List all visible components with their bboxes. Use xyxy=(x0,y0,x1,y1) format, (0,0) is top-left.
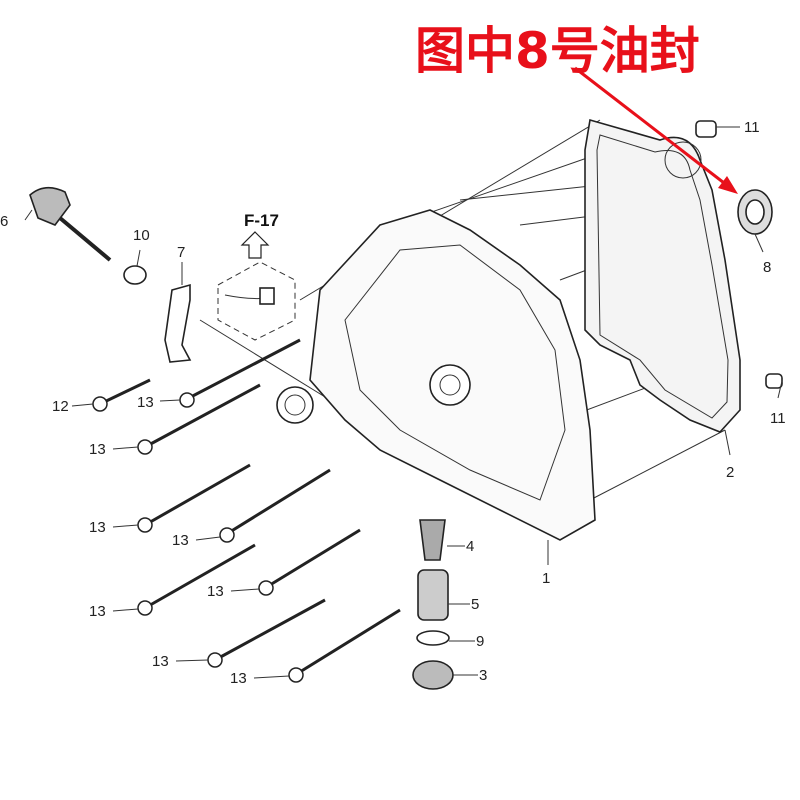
gasket-part-2 xyxy=(584,118,741,433)
label-13: 13 xyxy=(172,532,189,549)
label-6: 6 xyxy=(0,213,8,230)
annotation-title: 图中8号油封 xyxy=(415,22,700,80)
label-13: 13 xyxy=(137,394,154,411)
label-13: 13 xyxy=(89,603,106,620)
label-13: 13 xyxy=(89,519,106,536)
annotation-arrow-icon xyxy=(574,66,738,194)
bolts xyxy=(99,338,401,677)
oil-seal-bore xyxy=(429,364,471,406)
label-11-bottom: 11 xyxy=(770,410,786,427)
reference-f17-label: F-17 xyxy=(244,211,279,230)
label-5: 5 xyxy=(471,596,479,613)
oil-strainer-part-4 xyxy=(419,519,446,561)
label-12: 12 xyxy=(52,398,69,415)
label-1: 1 xyxy=(542,570,550,587)
label-8: 8 xyxy=(763,259,771,276)
bolt-heads xyxy=(92,392,304,683)
bracket-part-7 xyxy=(164,283,192,363)
oil-dipstick-part-6 xyxy=(29,186,112,262)
label-13: 13 xyxy=(89,441,106,458)
label-13: 13 xyxy=(207,583,224,600)
spring-part-5 xyxy=(417,569,449,621)
label-7: 7 xyxy=(177,244,185,261)
o-ring-part-9 xyxy=(416,630,450,646)
label-9: 9 xyxy=(476,633,484,650)
o-ring-part-10 xyxy=(123,265,147,285)
filler-hole xyxy=(276,386,314,424)
label-2: 2 xyxy=(726,464,734,481)
label-11-top: 11 xyxy=(744,119,760,136)
dowel-pin-11-bottom xyxy=(765,373,783,389)
label-13: 13 xyxy=(152,653,169,670)
oil-seal-part-8 xyxy=(737,189,773,235)
reference-f17-box xyxy=(217,231,296,341)
label-3: 3 xyxy=(479,667,487,684)
label-10: 10 xyxy=(133,227,150,244)
label-4: 4 xyxy=(466,538,474,555)
label-13: 13 xyxy=(230,670,247,687)
dowel-pin-11-top xyxy=(695,120,717,138)
leader-lines xyxy=(24,126,783,679)
drain-plug-part-3 xyxy=(412,660,454,690)
